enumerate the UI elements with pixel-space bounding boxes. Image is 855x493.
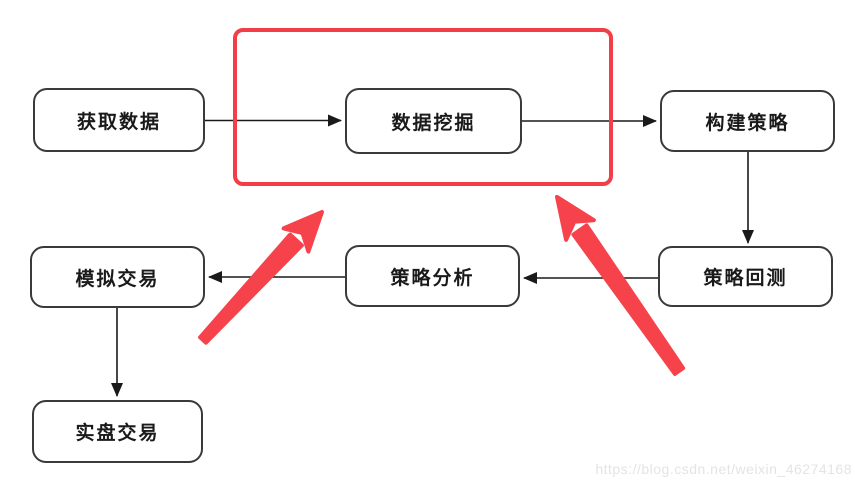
- node-strategy-backtest-label: 策略回测: [703, 268, 788, 289]
- node-live-trading-label: 实盘交易: [75, 423, 160, 444]
- red-highlight-rect: [233, 28, 613, 186]
- node-strategy-analysis-label: 策略分析: [390, 267, 475, 289]
- node-data-mining: 数据挖掘: [345, 88, 522, 154]
- node-data-mining-label: 数据挖掘: [391, 112, 476, 134]
- node-get-data-label: 获取数据: [76, 111, 161, 133]
- node-simulated-trading: 模拟交易: [30, 246, 205, 308]
- red-emphasis-arrow-left: [198, 210, 324, 345]
- watermark-url: https://blog.csdn.net/weixin_46274168: [595, 461, 852, 477]
- red-emphasis-arrow-right: [555, 195, 686, 376]
- node-strategy-analysis: 策略分析: [345, 245, 520, 307]
- node-simulated-trading-label: 模拟交易: [75, 268, 160, 290]
- node-build-strategy-label: 构建策略: [705, 112, 790, 134]
- node-strategy-backtest: 策略回测: [658, 246, 833, 307]
- node-live-trading: 实盘交易: [32, 400, 203, 463]
- node-get-data: 获取数据: [33, 88, 205, 152]
- node-build-strategy: 构建策略: [660, 90, 835, 152]
